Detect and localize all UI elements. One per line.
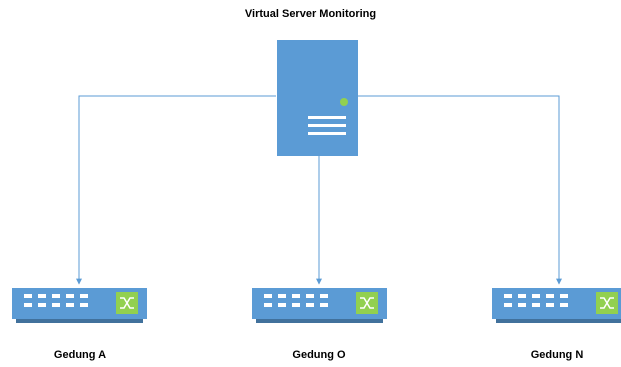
network-switch-icon-gedung-a bbox=[12, 288, 147, 323]
network-switch-icon-gedung-n bbox=[492, 288, 621, 323]
server-icon bbox=[277, 40, 358, 156]
switch-label-gedung-n: Gedung N bbox=[530, 349, 584, 361]
switch-label-gedung-o: Gedung O bbox=[292, 349, 346, 361]
network-switch-icon-gedung-o bbox=[252, 288, 387, 323]
diagram-title: Virtual Server Monitoring bbox=[244, 8, 377, 20]
server-status-light bbox=[340, 98, 348, 106]
connector-to-gedung-n bbox=[358, 95, 562, 285]
connector-to-gedung-a bbox=[76, 95, 276, 285]
switch-label-gedung-a: Gedung A bbox=[53, 349, 107, 361]
